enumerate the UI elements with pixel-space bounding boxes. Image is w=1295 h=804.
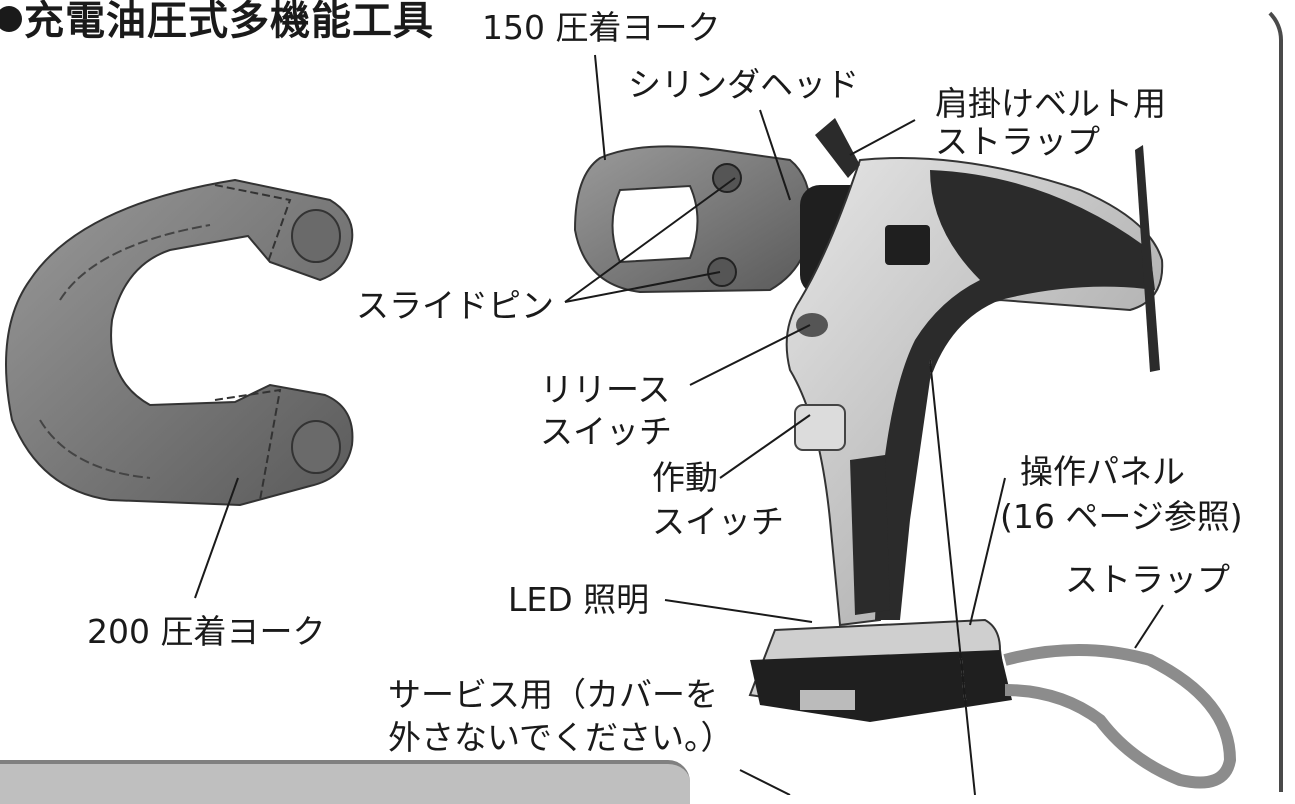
label-slide-pin: スライドピン [356, 286, 554, 325]
leader-panel [969, 477, 1006, 626]
label-cylinder-head: シリンダヘッド [628, 65, 859, 104]
label-yoke-200: 200 圧着ヨーク [87, 612, 326, 651]
label-panel-1: 操作パネル [1020, 452, 1185, 491]
label-service-1: サービス用（カバーを [388, 675, 718, 714]
leader-led [664, 599, 813, 623]
yoke-150-illustration [573, 145, 812, 294]
label-panel-2: (16 ページ参照) [1000, 497, 1243, 536]
leader-cylinder-head [759, 109, 791, 201]
leader-yoke200 [194, 477, 239, 599]
leader-slide-pin-b [564, 271, 721, 303]
leader-shoulder-strap [849, 119, 916, 156]
page-title: 充電油圧式多機能工具 [0, 0, 434, 46]
tool-body-illustration [748, 118, 1237, 789]
leader-yoke150 [594, 54, 606, 161]
leader-lines [194, 54, 1164, 795]
leader-release-switch [689, 324, 811, 386]
label-shoulder-strap-2: ストラップ [935, 122, 1100, 161]
label-led: LED 照明 [508, 580, 650, 619]
label-shoulder-strap-1: 肩掛けベルト用 [935, 84, 1166, 123]
page-title-text: 充電油圧式多機能工具 [24, 0, 434, 44]
leader-trigger-switch [719, 414, 811, 479]
leader-service-main [929, 359, 976, 795]
bottom-section-bar [0, 760, 690, 804]
label-yoke-150: 150 圧着ヨーク [482, 8, 721, 47]
page-frame [2, 0, 1283, 792]
label-trigger-switch-1: 作動 [652, 458, 718, 497]
yoke-200-illustration [5, 178, 354, 507]
leader-service [739, 769, 791, 795]
leader-slide-pin-a [564, 177, 736, 303]
label-trigger-switch-2: スイッチ [652, 502, 784, 541]
label-service-2: 外さないでください。） [388, 718, 734, 757]
label-strap: ストラップ [1065, 560, 1230, 599]
title-bullet-icon [0, 6, 22, 32]
label-release-switch-2: スイッチ [540, 412, 672, 451]
leader-strap [1134, 604, 1164, 649]
label-release-switch-1: リリース [540, 370, 671, 409]
